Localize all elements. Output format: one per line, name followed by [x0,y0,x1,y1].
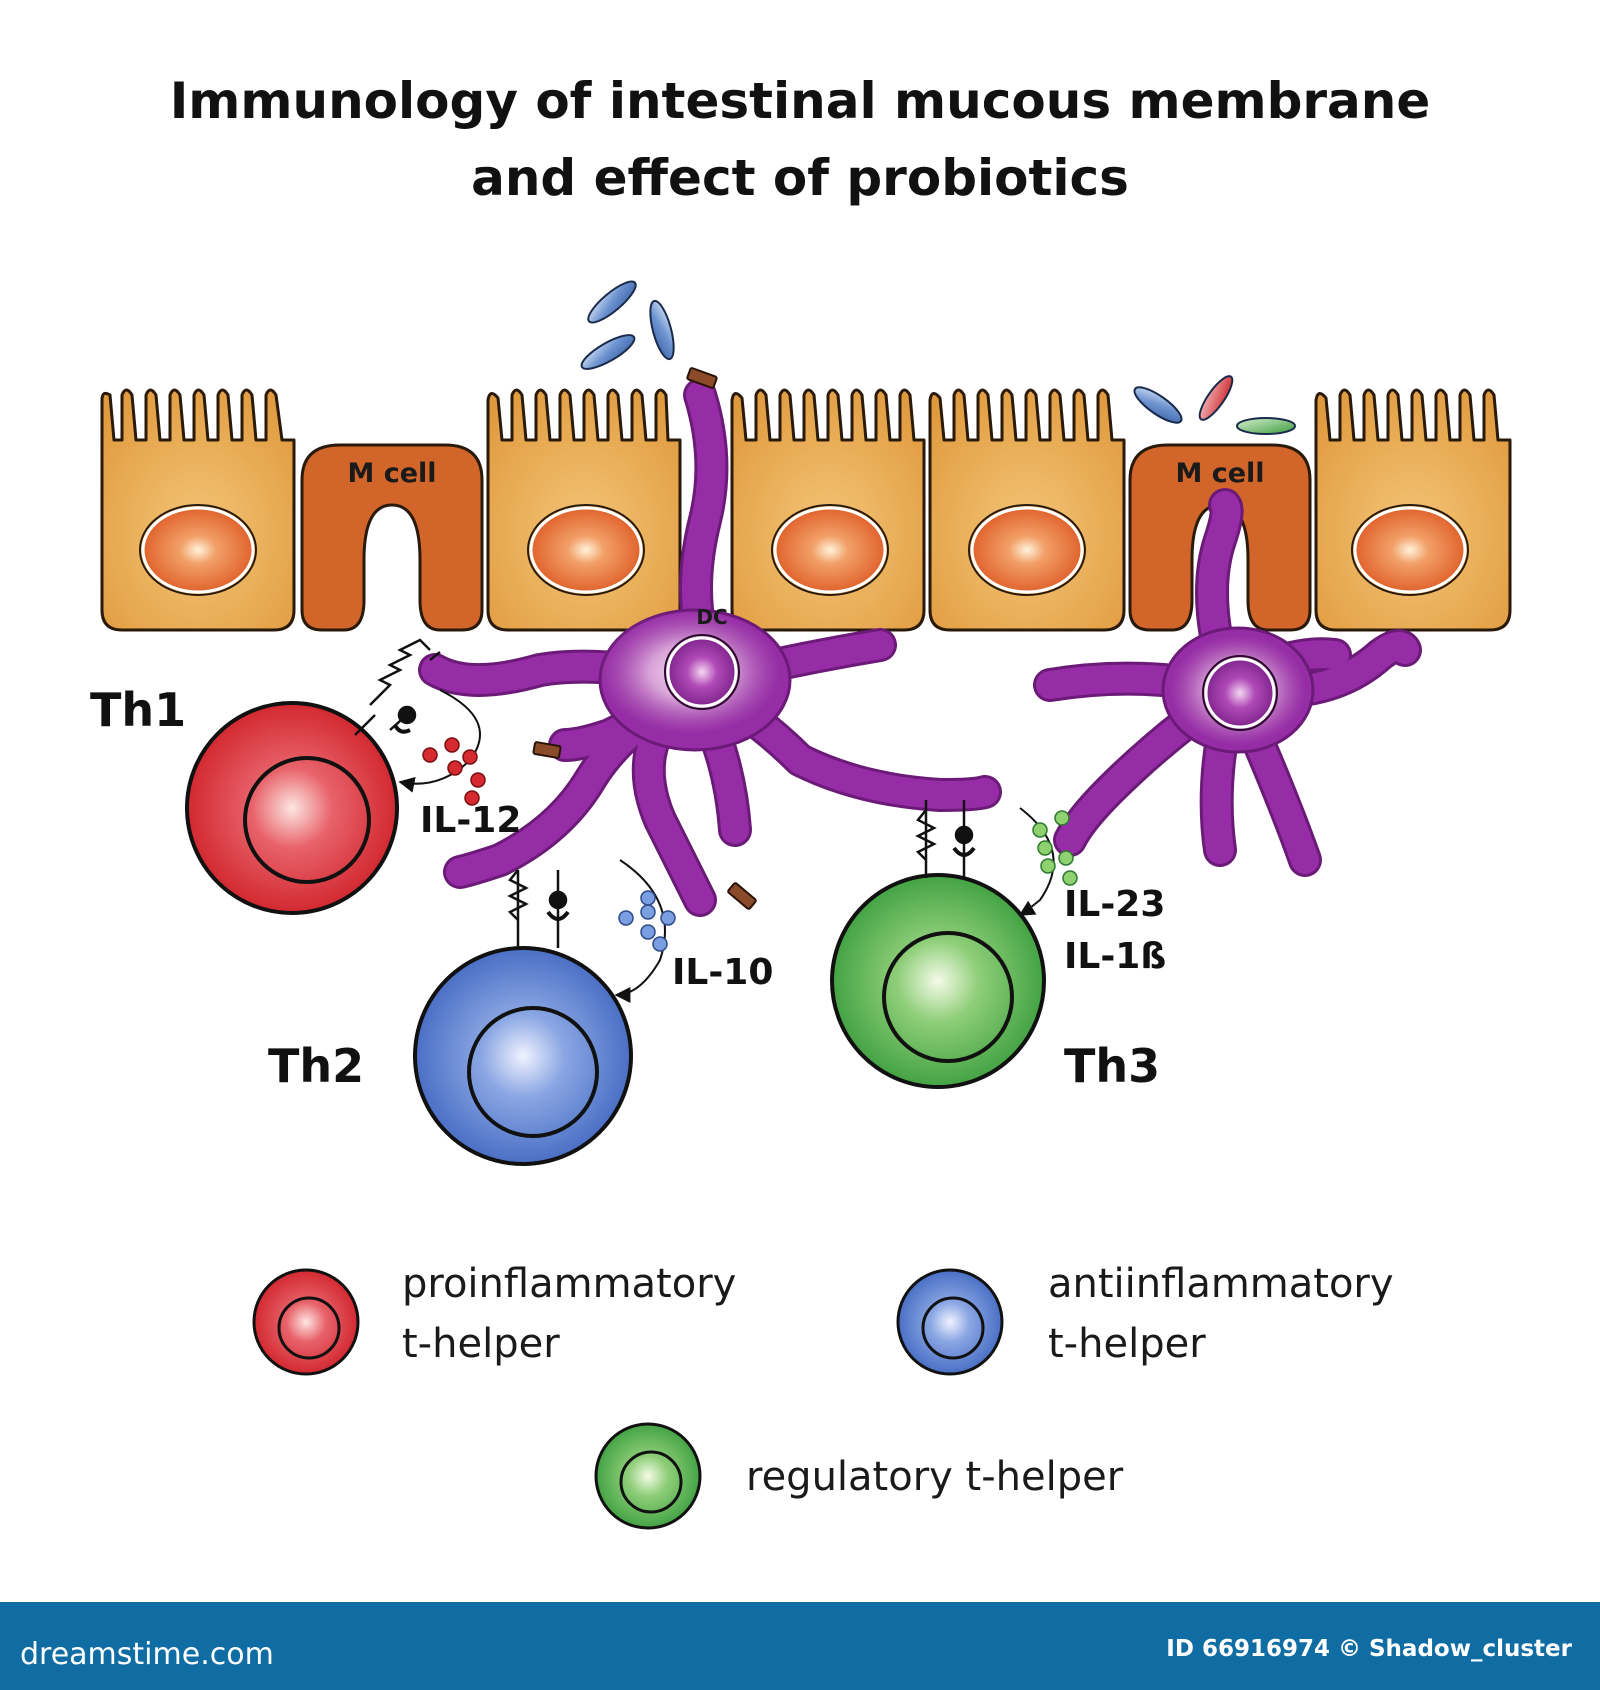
dc-nucleus [1204,657,1276,729]
th3-synapse [915,800,976,878]
th3-cell [830,873,1046,1089]
il23-label: IL-23 [1064,884,1165,925]
legend-label-line2: t-helper [1048,1321,1206,1367]
dendritic-cell-right [1033,488,1422,877]
legend-label-line1: proinflammatory [402,1261,736,1307]
legend-item-regulatory: regulatory t-helper [594,1422,1124,1530]
bacterium [1133,386,1183,424]
enterocyte [100,388,296,632]
nucleus [970,506,1084,594]
enterocyte [486,388,682,632]
dendritic-cell-center [418,378,1002,917]
il10-cytokines [618,890,676,952]
legend-label-line2: t-helper [402,1321,560,1367]
th2-synapse [507,869,570,948]
m-cell-right-label: M cell [1175,458,1264,489]
epithelium [100,388,1512,632]
th1-label: Th1 [90,683,186,737]
bacterium [580,334,636,370]
title-line-1: Immunology of intestinal mucous membrane [170,72,1431,130]
nucleus [1353,506,1467,594]
bacterium [649,299,675,361]
il1b-label: IL-1ß [1064,936,1166,977]
footer-site[interactable]: dreamstime.com [20,1637,274,1672]
bacteria [580,280,1296,435]
dc-nucleus [666,636,738,708]
nucleus [773,506,887,594]
dc-label: DC [696,605,727,629]
enterocyte [730,388,926,632]
legend-item-antiinflammatory: antiinflammatory t-helper [896,1261,1394,1376]
m-cell-right [1128,443,1312,632]
bacterium [587,280,637,324]
footer-id-credit: ID 66916974 © Shadow_cluster [1166,1636,1572,1662]
nucleus [141,506,255,594]
dc-receptors [532,367,757,910]
bacterium [1236,417,1296,435]
th1-synapse [354,638,441,736]
il12-cytokines [422,737,486,806]
enterocyte [1314,388,1512,632]
il23-cytokines [1032,810,1078,886]
th2-label: Th2 [268,1039,364,1093]
m-cell-left-label: M cell [347,458,436,489]
il10-arrow [614,859,666,1003]
th1-cell [185,701,399,915]
enterocyte [928,388,1126,632]
il12-label: IL-12 [420,800,521,841]
footer-bar [0,1602,1600,1690]
bacterium [1198,375,1234,421]
nucleus [529,506,643,594]
il12-arrow [398,689,481,793]
legend-label-line1: regulatory t-helper [746,1454,1124,1500]
th2-cell [413,946,633,1166]
legend-label-line1: antiinflammatory [1048,1261,1394,1307]
legend-item-proinflammatory: proinflammatory t-helper [252,1261,736,1376]
m-cell-left [300,443,484,632]
title-line-2: and effect of probiotics [471,149,1129,207]
legend: proinflammatory t-helper antiinflammator… [252,1261,1394,1530]
il10-label: IL-10 [672,952,773,993]
th3-label: Th3 [1064,1039,1160,1093]
